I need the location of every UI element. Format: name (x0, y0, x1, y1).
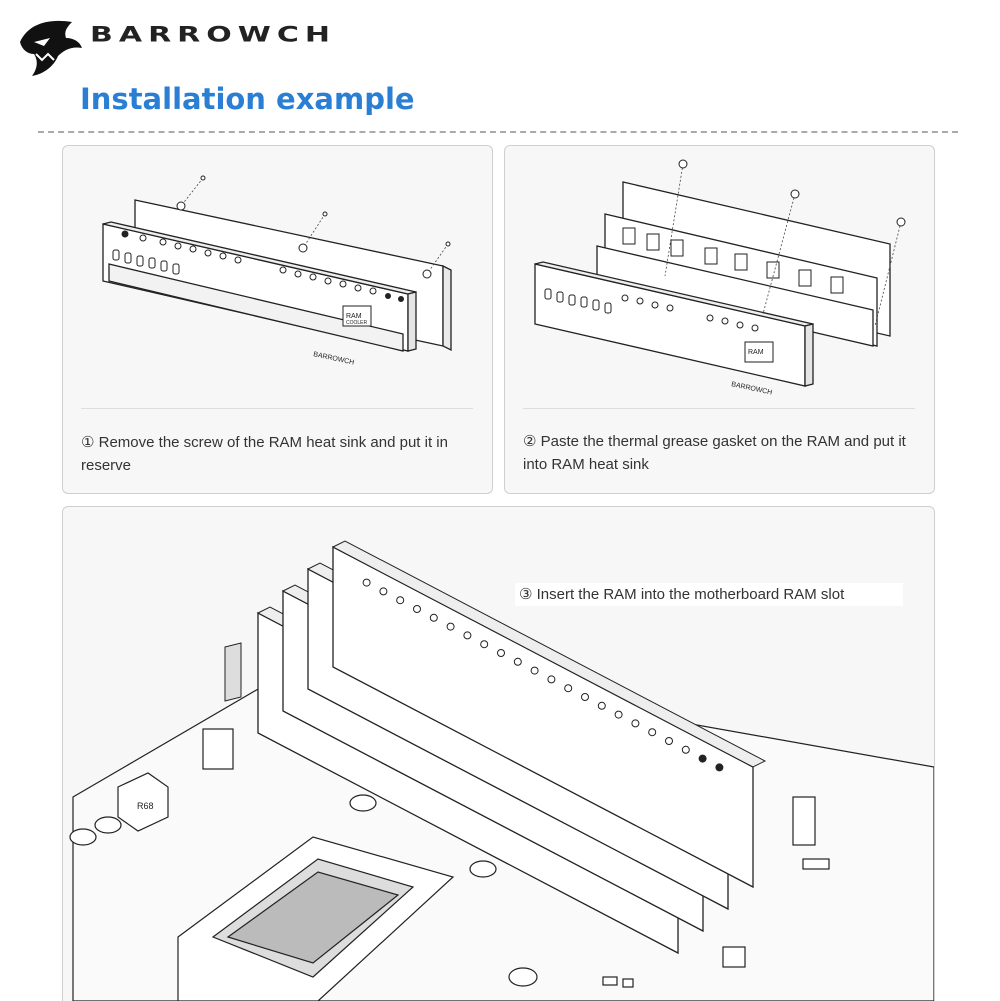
caption-divider-2 (523, 408, 915, 409)
brand-name: BARROWCH (90, 22, 337, 48)
heatsink-hole (715, 763, 724, 772)
step-1-number: ① (81, 434, 95, 451)
step-2-number: ② (523, 433, 537, 450)
header: BARROWCH Installation example (0, 0, 1000, 140)
header-divider (38, 131, 958, 133)
chip-label: R68 (137, 801, 154, 811)
heatsink-hole (463, 631, 472, 640)
shark-logo-icon (20, 20, 82, 77)
motherboard-installation-illustration: R68 (69, 540, 934, 1001)
step-1-panel: RAM COOLER BARROWCH ① Remove the screw o… (62, 145, 493, 494)
thermal-pad-illustration: RAM BARROWCH (534, 159, 906, 397)
step-3-caption: ③ Insert the RAM into the motherboard RA… (515, 583, 903, 606)
heatsink-hole (698, 754, 707, 763)
heatsink-hole (665, 737, 673, 745)
heatsink-hole (681, 745, 690, 754)
heatsink-hole (564, 684, 573, 693)
page-title: Installation example (80, 82, 415, 116)
heatsink-hole (648, 728, 657, 737)
ram-label-line1-p2: RAM (748, 349, 764, 356)
step-1-caption: ① Remove the screw of the RAM heat sink … (81, 431, 481, 477)
ram-stick (331, 540, 767, 889)
step-2-caption: ② Paste the thermal grease gasket on the… (523, 430, 923, 476)
ram-label-line1: RAM (346, 313, 362, 320)
heatsink-hole (581, 693, 589, 701)
heatsink-hole (547, 675, 556, 684)
step-3-panel: R68 ③ Insert the RAM into the motherboar… (62, 506, 935, 1001)
heatsink-hole (446, 622, 455, 631)
heatsink-brand-text: BARROWCH (313, 351, 355, 367)
caption-divider (81, 408, 473, 409)
heatsink-hole (497, 649, 505, 657)
heatsink-hole (413, 605, 421, 613)
step-2-panel: RAM BARROWCH ② Paste the thermal grease … (504, 145, 935, 494)
step-2-text: Paste the thermal grease gasket on the R… (523, 433, 906, 473)
step-3-number: ③ (519, 586, 533, 603)
step-3-text: Insert the RAM into the motherboard RAM … (536, 586, 845, 603)
heatsink-hole (631, 719, 640, 728)
heatsink-hole (362, 578, 371, 587)
heatsink-hole (614, 710, 623, 719)
ram-label-line2: COOLER (346, 320, 368, 326)
step-1-text: Remove the screw of the RAM heat sink an… (81, 434, 448, 474)
heatsink-hole (530, 666, 539, 675)
heatsink-hole (396, 596, 405, 605)
heatsink-disassembly-illustration: RAM COOLER BARROWCH (102, 175, 452, 367)
heatsink-hole (513, 657, 522, 666)
heatsink-hole (429, 613, 438, 622)
heatsink-hole (597, 701, 606, 710)
heatsink-brand-text-p2: BARROWCH (731, 381, 773, 397)
heatsink-hole (379, 587, 388, 596)
heatsink-hole (480, 640, 489, 649)
